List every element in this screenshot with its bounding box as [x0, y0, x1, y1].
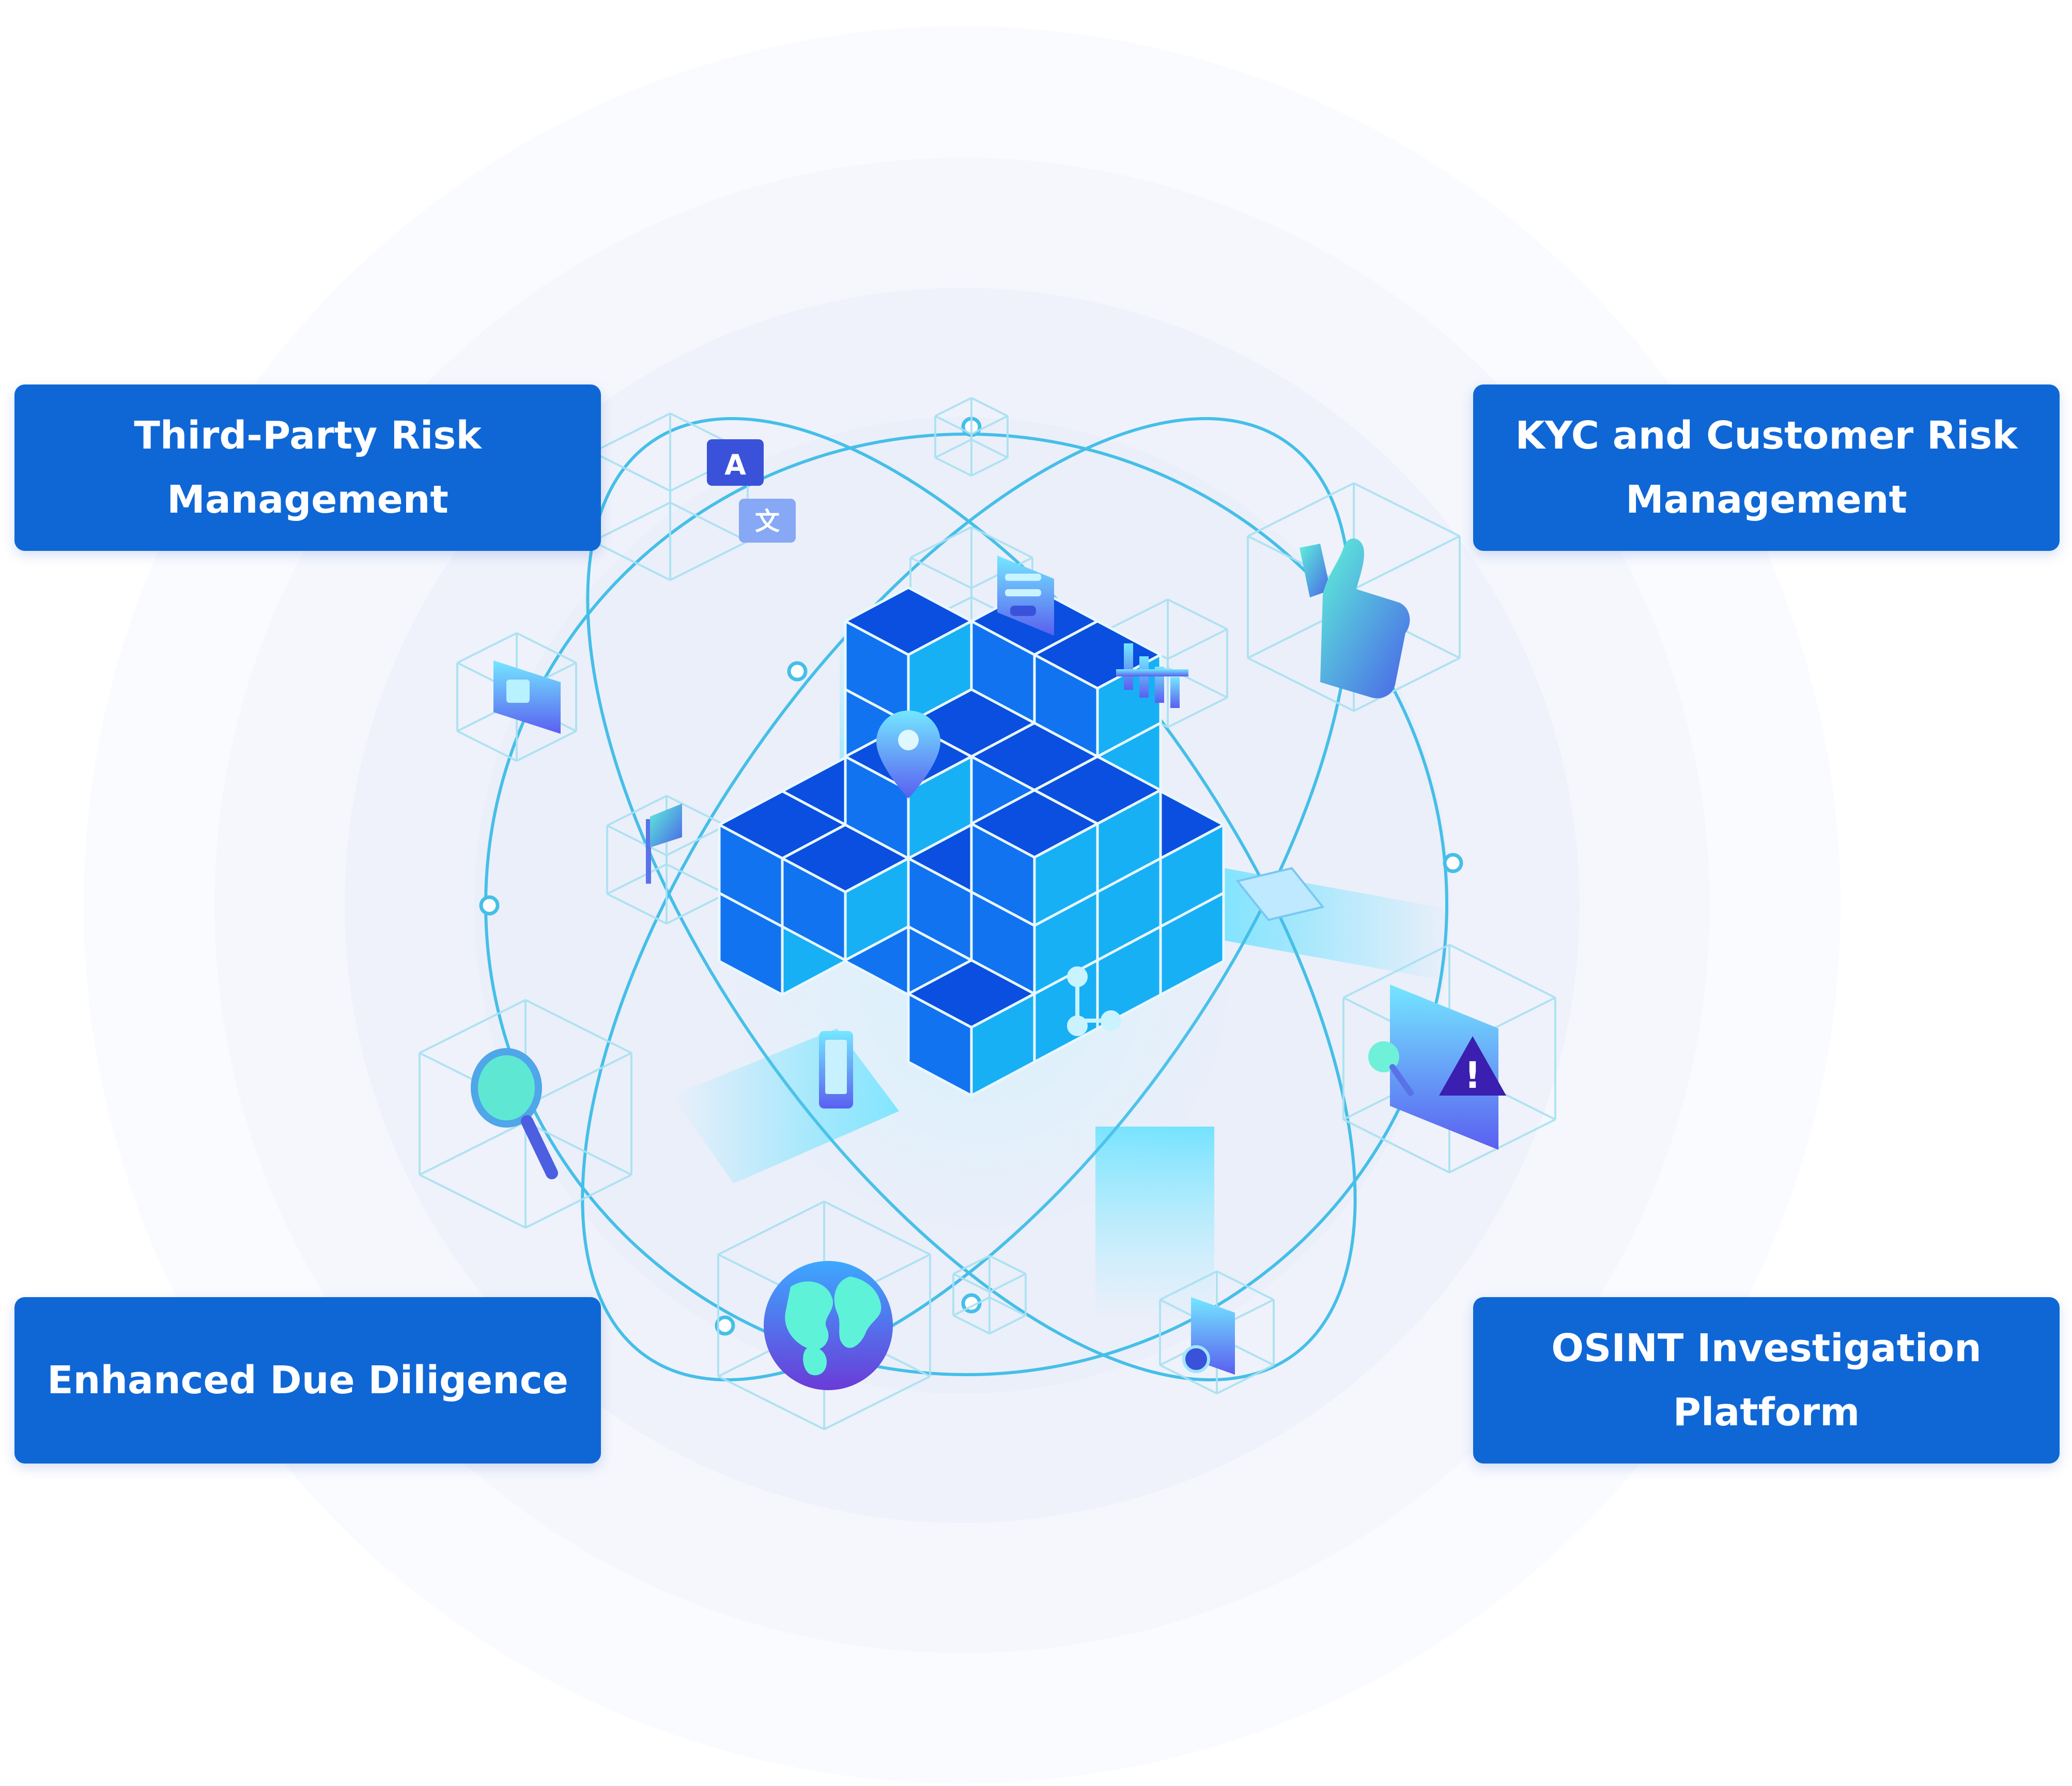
document-stack-icon: [1182, 1297, 1235, 1375]
smartphone-icon: [819, 1031, 853, 1108]
central-block-cluster: [718, 586, 1225, 1097]
warning-report-icon: !: [1368, 984, 1506, 1150]
location-pin-icon: [876, 711, 940, 798]
flag-icon: [646, 804, 682, 884]
translate-icon-glyph-b: 文: [755, 507, 780, 536]
wireframe-tile: [952, 1255, 1027, 1335]
orbit-node: [715, 1315, 735, 1336]
orbit-node: [787, 661, 808, 682]
label-text: Enhanced Due Diligence: [47, 1358, 568, 1403]
svg-text:!: !: [1464, 1054, 1481, 1097]
orbit-nodes: [479, 417, 1463, 1336]
label-kyc-customer-risk-management[interactable]: KYC and Customer Risk Management: [1473, 384, 2060, 551]
wireframe-tile: [934, 397, 1009, 477]
orbit-node: [1443, 853, 1463, 873]
magnifier-icon: [471, 1048, 558, 1179]
label-text: Third-Party Risk Management: [134, 413, 482, 522]
block-cube: [844, 586, 973, 725]
form-document-icon: [997, 556, 1054, 636]
label-enhanced-due-diligence[interactable]: Enhanced Due Diligence: [14, 1297, 601, 1464]
wireframe-tile: [419, 999, 632, 1229]
block-cube: [970, 789, 1099, 927]
translate-icon-glyph-a: A: [724, 449, 746, 481]
globe-icon: [764, 1261, 893, 1390]
thumbs-up-icon: [1300, 538, 1410, 699]
id-card-icon: [493, 660, 561, 734]
orbit-node: [479, 895, 500, 916]
label-text: KYC and Customer Risk Management: [1515, 413, 2018, 522]
label-third-party-risk-management[interactable]: Third-Party Risk Management: [14, 384, 601, 551]
label-text: OSINT Investigation Platform: [1551, 1326, 1982, 1435]
bar-chart-icon: [1116, 643, 1188, 708]
label-osint-investigation-platform[interactable]: OSINT Investigation Platform: [1473, 1297, 2060, 1464]
translate-icon: A 文: [707, 439, 796, 543]
node-graph-icon: [1067, 966, 1121, 1036]
keyboard-icon: [1235, 867, 1325, 921]
